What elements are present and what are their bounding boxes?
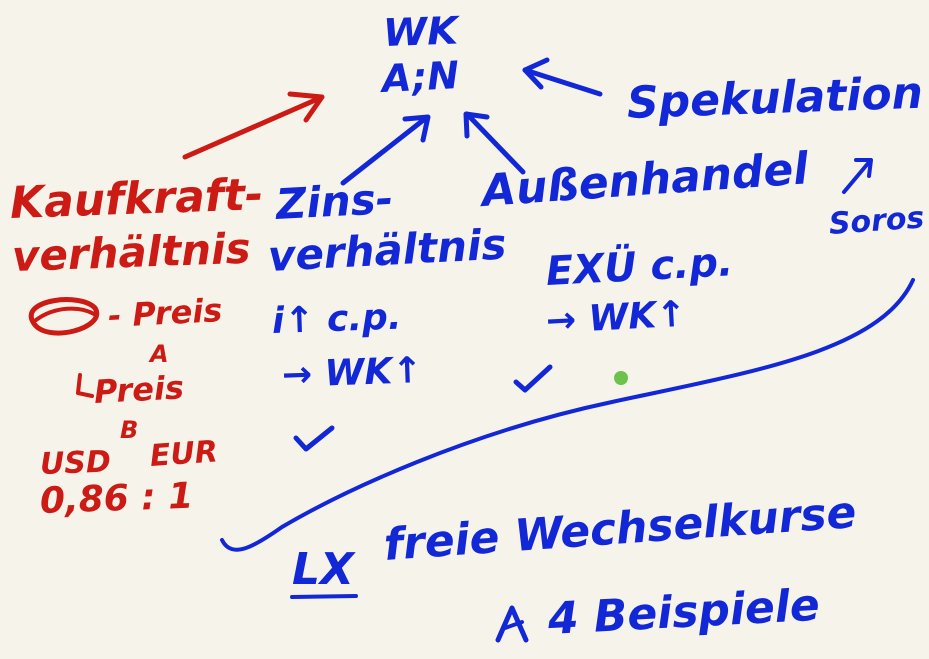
arrow-head-spekulation	[522, 57, 550, 90]
arrow-from-spekulation	[522, 67, 603, 97]
coin-icon	[28, 297, 100, 336]
arrow-from-aussenhandel	[464, 111, 526, 175]
green-dot	[614, 371, 628, 385]
red-bracket	[76, 373, 94, 398]
arrow-head-zins	[402, 114, 431, 143]
red-arrow-to-wk	[182, 95, 323, 160]
preis-a-sub: A	[150, 340, 169, 368]
arrow-head-aussenhandel	[463, 111, 490, 139]
arrow-from-zins	[340, 115, 429, 186]
red-arrow-head	[287, 91, 325, 123]
arrow-head-soros	[854, 158, 873, 178]
checkmark-aussenhandel	[513, 364, 553, 393]
sweeping-curve	[220, 278, 915, 552]
lx-label: LX	[292, 544, 354, 595]
lx-underline	[290, 594, 358, 599]
arrow-from-soros	[842, 159, 872, 194]
preis-b-sub: B	[120, 416, 139, 444]
checkmark-zins	[293, 425, 335, 452]
